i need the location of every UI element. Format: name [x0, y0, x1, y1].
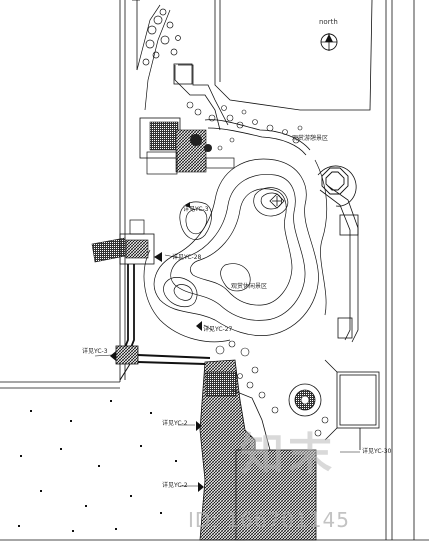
building-outline — [214, 0, 373, 111]
east-walkway — [317, 165, 359, 343]
west-pathway — [91, 219, 211, 381]
zone-label-central: 观赏休闲景区 — [231, 283, 268, 290]
callout-label: 详见YC-2 — [162, 482, 188, 489]
round-pavilion — [288, 383, 322, 417]
callout-label: 详见YC-2 — [162, 420, 188, 427]
octagon-pavilion — [321, 167, 349, 195]
callout-label: 详见YC-30 — [362, 448, 392, 455]
lower-right-building — [324, 359, 380, 450]
west-planting-strip — [136, 4, 181, 111]
upper-path — [173, 63, 311, 156]
diamond-marker — [269, 193, 285, 209]
callout-label: 详见YC-28 — [172, 254, 202, 261]
zone-label-upper-east: 观赏游憩景区 — [292, 135, 329, 142]
upper-pavilion — [139, 117, 235, 175]
callout-arrows — [110, 202, 204, 492]
watermark-id: ID: 166701145 — [188, 508, 350, 532]
shrub-clusters — [186, 101, 303, 151]
north-arrow-icon — [320, 33, 338, 51]
callout-label: 详见YC-27 — [203, 326, 233, 333]
lawn-contours — [143, 158, 328, 343]
callout-label: 详见YC-3 — [183, 206, 209, 213]
callout-label: 详见YC-3 — [82, 348, 108, 355]
watermark-brand: 知末 — [240, 429, 336, 480]
lawn-dots — [18, 400, 177, 532]
lower-plaza — [199, 340, 329, 541]
north-label: north — [319, 18, 338, 26]
